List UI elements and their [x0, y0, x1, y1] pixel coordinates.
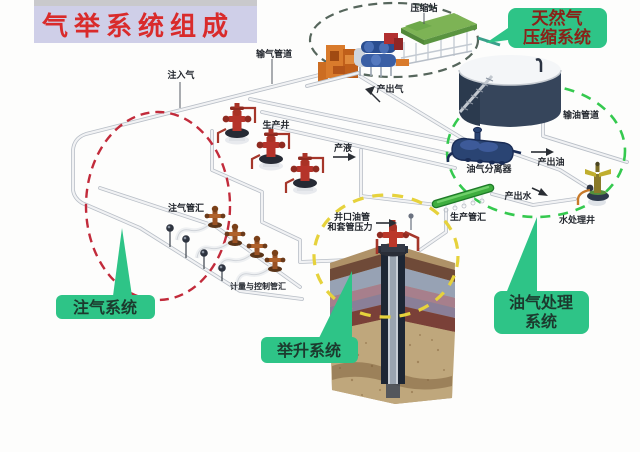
svg-text:压缩站: 压缩站 — [410, 2, 437, 13]
svg-text:注气系统: 注气系统 — [73, 298, 137, 317]
svg-text:计量与控制管汇: 计量与控制管汇 — [230, 281, 286, 291]
svg-text:举升系统: 举升系统 — [276, 341, 341, 360]
svg-text:产液: 产液 — [334, 142, 353, 153]
svg-text:和套管压力: 和套管压力 — [326, 221, 372, 232]
svg-text:输气管道: 输气管道 — [256, 48, 292, 59]
svg-text:注入气: 注入气 — [167, 69, 194, 80]
svg-text:产出油: 产出油 — [537, 156, 564, 167]
svg-text:天然气: 天然气 — [532, 8, 583, 28]
svg-text:压缩系统: 压缩系统 — [523, 27, 591, 47]
svg-text:生产井: 生产井 — [262, 119, 289, 130]
svg-text:气举系统组成: 气举系统组成 — [41, 11, 234, 41]
svg-text:系统: 系统 — [525, 312, 557, 331]
svg-text:水处理井: 水处理井 — [559, 214, 595, 225]
svg-text:输油管道: 输油管道 — [563, 109, 599, 120]
svg-text:产出气: 产出气 — [376, 83, 403, 94]
svg-text:生产管汇: 生产管汇 — [450, 211, 486, 222]
svg-text:产出水: 产出水 — [504, 190, 532, 201]
svg-text:注气管汇: 注气管汇 — [168, 202, 204, 213]
svg-text:油气处理: 油气处理 — [509, 293, 573, 312]
svg-text:油气分离器: 油气分离器 — [466, 163, 512, 174]
svg-text:井口油管: 井口油管 — [334, 211, 370, 222]
